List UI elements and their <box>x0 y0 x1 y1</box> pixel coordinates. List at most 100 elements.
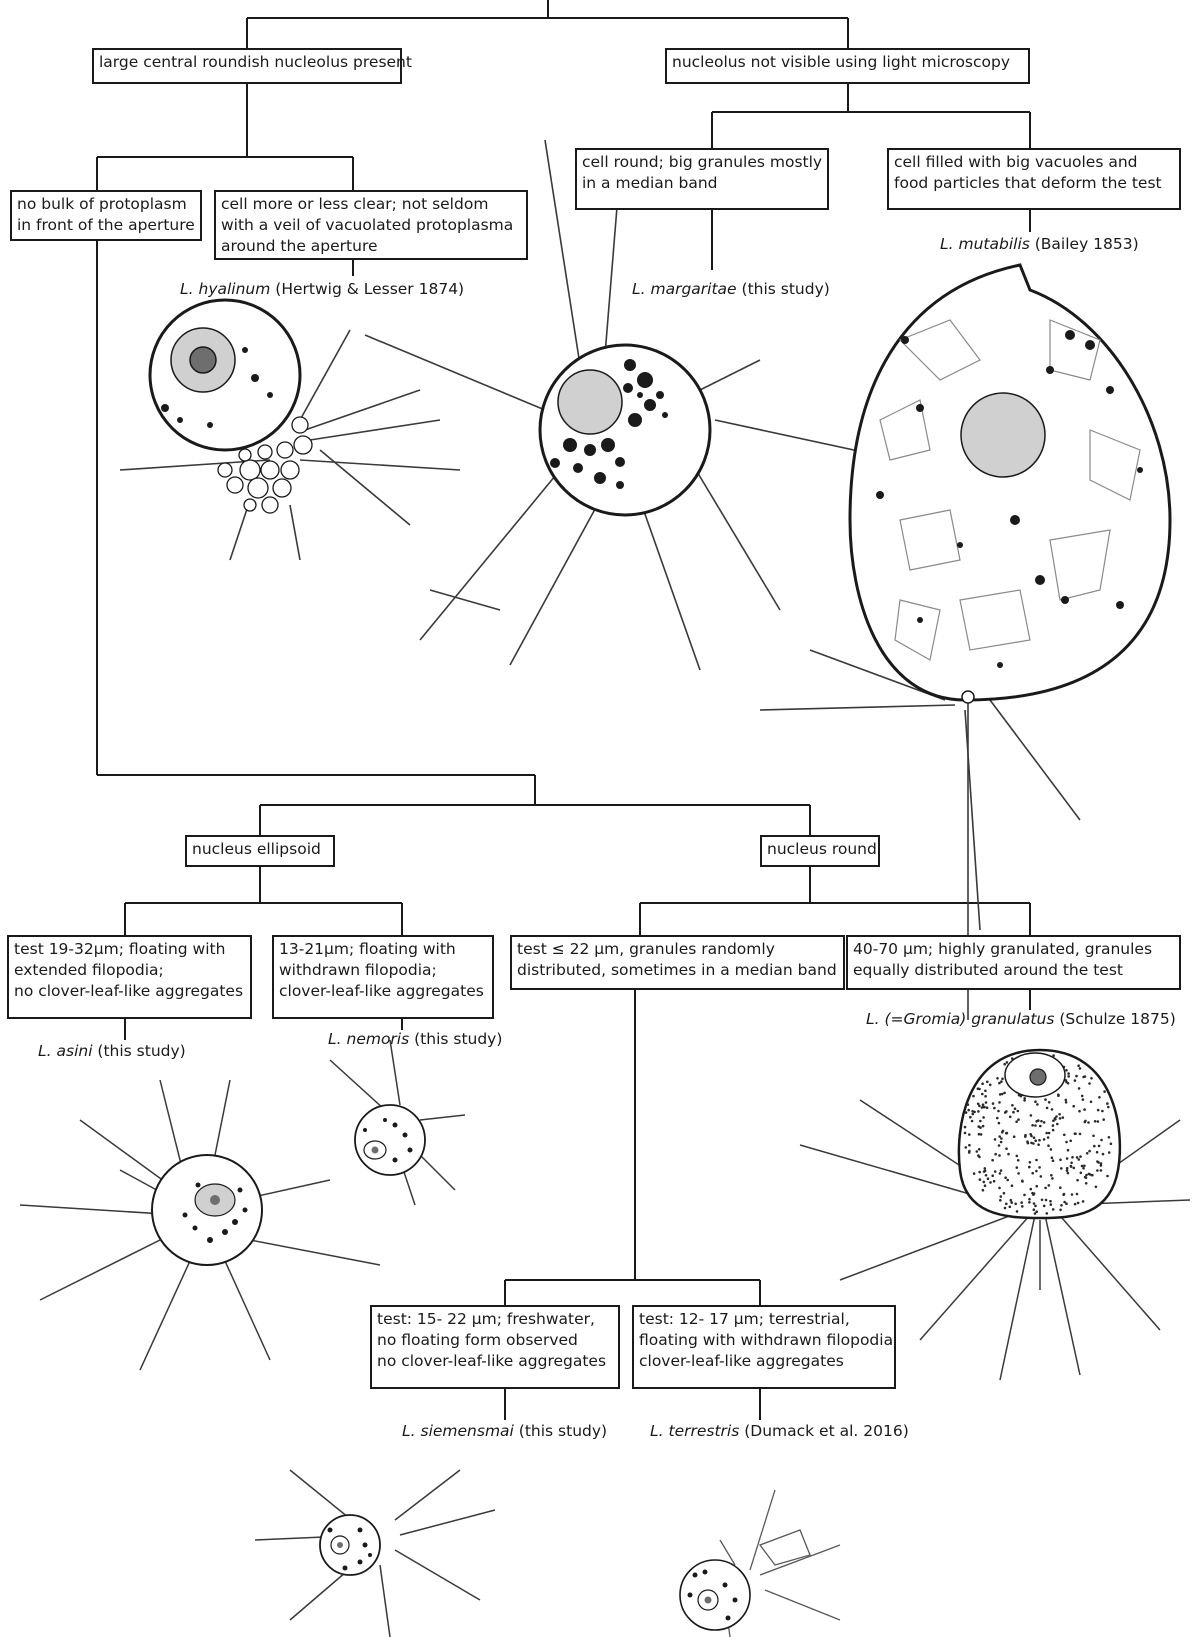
granule-dot <box>1037 1119 1040 1122</box>
granule-dot <box>1005 1110 1008 1113</box>
box-cell-filled-vacuoles: cell filled with big vacuoles and food p… <box>887 148 1181 210</box>
granule-dot <box>1014 1203 1017 1206</box>
granule-dot <box>1098 1096 1101 1099</box>
granule-dot <box>1067 1072 1070 1075</box>
granule-dot <box>964 1126 967 1129</box>
granule-dot <box>982 1125 985 1128</box>
granule-dot <box>1043 1138 1046 1141</box>
granule-dot <box>1010 1201 1013 1204</box>
asini-drawing <box>20 1080 380 1370</box>
granule-dot <box>1050 1148 1053 1151</box>
granule-dot <box>1059 1159 1062 1162</box>
granule-dot <box>984 1090 987 1093</box>
granule-dot <box>984 1095 987 1098</box>
granule-dot <box>1035 1185 1038 1188</box>
granule-dot <box>1048 1184 1051 1187</box>
granule-dot <box>1094 1120 1097 1123</box>
granule-dot <box>1072 1105 1075 1108</box>
granule-dot <box>1000 1169 1003 1172</box>
box-line: 13-21µm; floating with <box>279 939 487 960</box>
granule-dot <box>1030 1114 1033 1117</box>
granule-dot <box>982 1103 985 1106</box>
granule-dot <box>1071 1193 1074 1196</box>
granule-dot <box>972 1095 975 1098</box>
box-line: floating with withdrawn filopodia <box>639 1330 889 1351</box>
species-name: L. asini <box>38 1042 93 1060</box>
hyalinum-drawing <box>120 300 460 560</box>
granule-dot <box>1023 1194 1026 1197</box>
granule-dot <box>1065 1141 1068 1144</box>
granule-dot <box>987 1177 990 1180</box>
granule-dot <box>1004 1207 1007 1210</box>
granule-dot <box>1070 1162 1073 1165</box>
granule-dot <box>1003 1192 1006 1195</box>
granule-dot <box>1063 1134 1066 1137</box>
box-test-le-22: test ≤ 22 µm, granules randomly distribu… <box>510 935 845 990</box>
granule-dot <box>1090 1077 1093 1080</box>
granule-dot <box>968 1151 971 1154</box>
granule-dot <box>1056 1123 1059 1126</box>
species-authority: (Hertwig & Lesser 1874) <box>270 280 464 298</box>
granule-dot <box>1011 1104 1014 1107</box>
granule-dot <box>1067 1082 1070 1085</box>
granule-dot <box>1100 1164 1103 1167</box>
granule-dot <box>1069 1140 1072 1143</box>
granule-dot <box>1110 1143 1113 1146</box>
granule-dot <box>1000 1137 1003 1140</box>
granule-dot <box>1015 1120 1018 1123</box>
box-line: no clover-leaf-like aggregates <box>14 981 245 1002</box>
species-name: L. mutabilis <box>940 235 1030 253</box>
box-test-15-22: test: 15- 22 µm; freshwater, no floating… <box>370 1305 620 1389</box>
granule-dot <box>1062 1116 1065 1119</box>
granule-dot <box>1077 1202 1080 1205</box>
species-label-terrestris: L. terrestris (Dumack et al. 2016) <box>650 1422 909 1440</box>
box-no-bulk-protoplasm: no bulk of protoplasm in front of the ap… <box>10 190 202 241</box>
granule-dot <box>977 1154 980 1157</box>
granule-dot <box>1005 1147 1008 1150</box>
granule-dot <box>978 1088 981 1091</box>
box-line: nucleus round <box>767 839 873 860</box>
granule-dot <box>1004 1176 1007 1179</box>
granule-dot <box>1028 1201 1031 1204</box>
granule-dot <box>985 1174 988 1177</box>
granule-dot <box>1107 1106 1110 1109</box>
granule-dot <box>1088 1150 1091 1153</box>
granule-dot <box>1051 1108 1054 1111</box>
granule-dot <box>1079 1155 1082 1158</box>
box-test-12-17: test: 12- 17 µm; terrestrial, floating w… <box>632 1305 896 1389</box>
granule-dot <box>1028 1198 1031 1201</box>
granule-dot <box>1103 1090 1106 1093</box>
granule-dot <box>984 1170 987 1173</box>
granule-dot <box>1006 1179 1009 1182</box>
granule-dot <box>1081 1095 1084 1098</box>
granule-dot <box>998 1101 1001 1104</box>
granule-dot <box>996 1117 999 1120</box>
granule-dot <box>1040 1175 1043 1178</box>
granule-dot <box>1034 1139 1037 1142</box>
granule-dot <box>1038 1139 1041 1142</box>
granule-dot <box>1084 1121 1087 1124</box>
granule-dot <box>1106 1102 1109 1105</box>
granule-dot <box>976 1150 979 1153</box>
granule-dot <box>1097 1109 1100 1112</box>
granule-dot <box>1044 1187 1047 1190</box>
granule-dot <box>1016 1210 1019 1213</box>
terrestris-drawing <box>680 1490 840 1637</box>
granule-dot <box>1040 1120 1043 1123</box>
box-line: test ≤ 22 µm, granules randomly <box>517 939 838 960</box>
granule-dot <box>1096 1169 1099 1172</box>
granule-dot <box>1034 1100 1037 1103</box>
species-label-siemensmai: L. siemensmai (this study) <box>402 1422 607 1440</box>
granule-dot <box>1016 1166 1019 1169</box>
granule-dot <box>971 1120 974 1123</box>
granule-dot <box>1026 1140 1029 1143</box>
granule-dot <box>1041 1199 1044 1202</box>
granule-dot <box>1048 1132 1051 1135</box>
granule-dot <box>1078 1110 1081 1113</box>
granule-dot <box>1039 1125 1042 1128</box>
granule-dot <box>1028 1166 1031 1169</box>
box-cell-round-median-band: cell round; big granules mostly in a med… <box>575 148 829 210</box>
granule-dot <box>1035 1210 1038 1213</box>
species-label-granulatus: L. (=Gromia) granulatus (Schulze 1875) <box>866 1010 1176 1028</box>
granule-dot <box>971 1110 974 1113</box>
